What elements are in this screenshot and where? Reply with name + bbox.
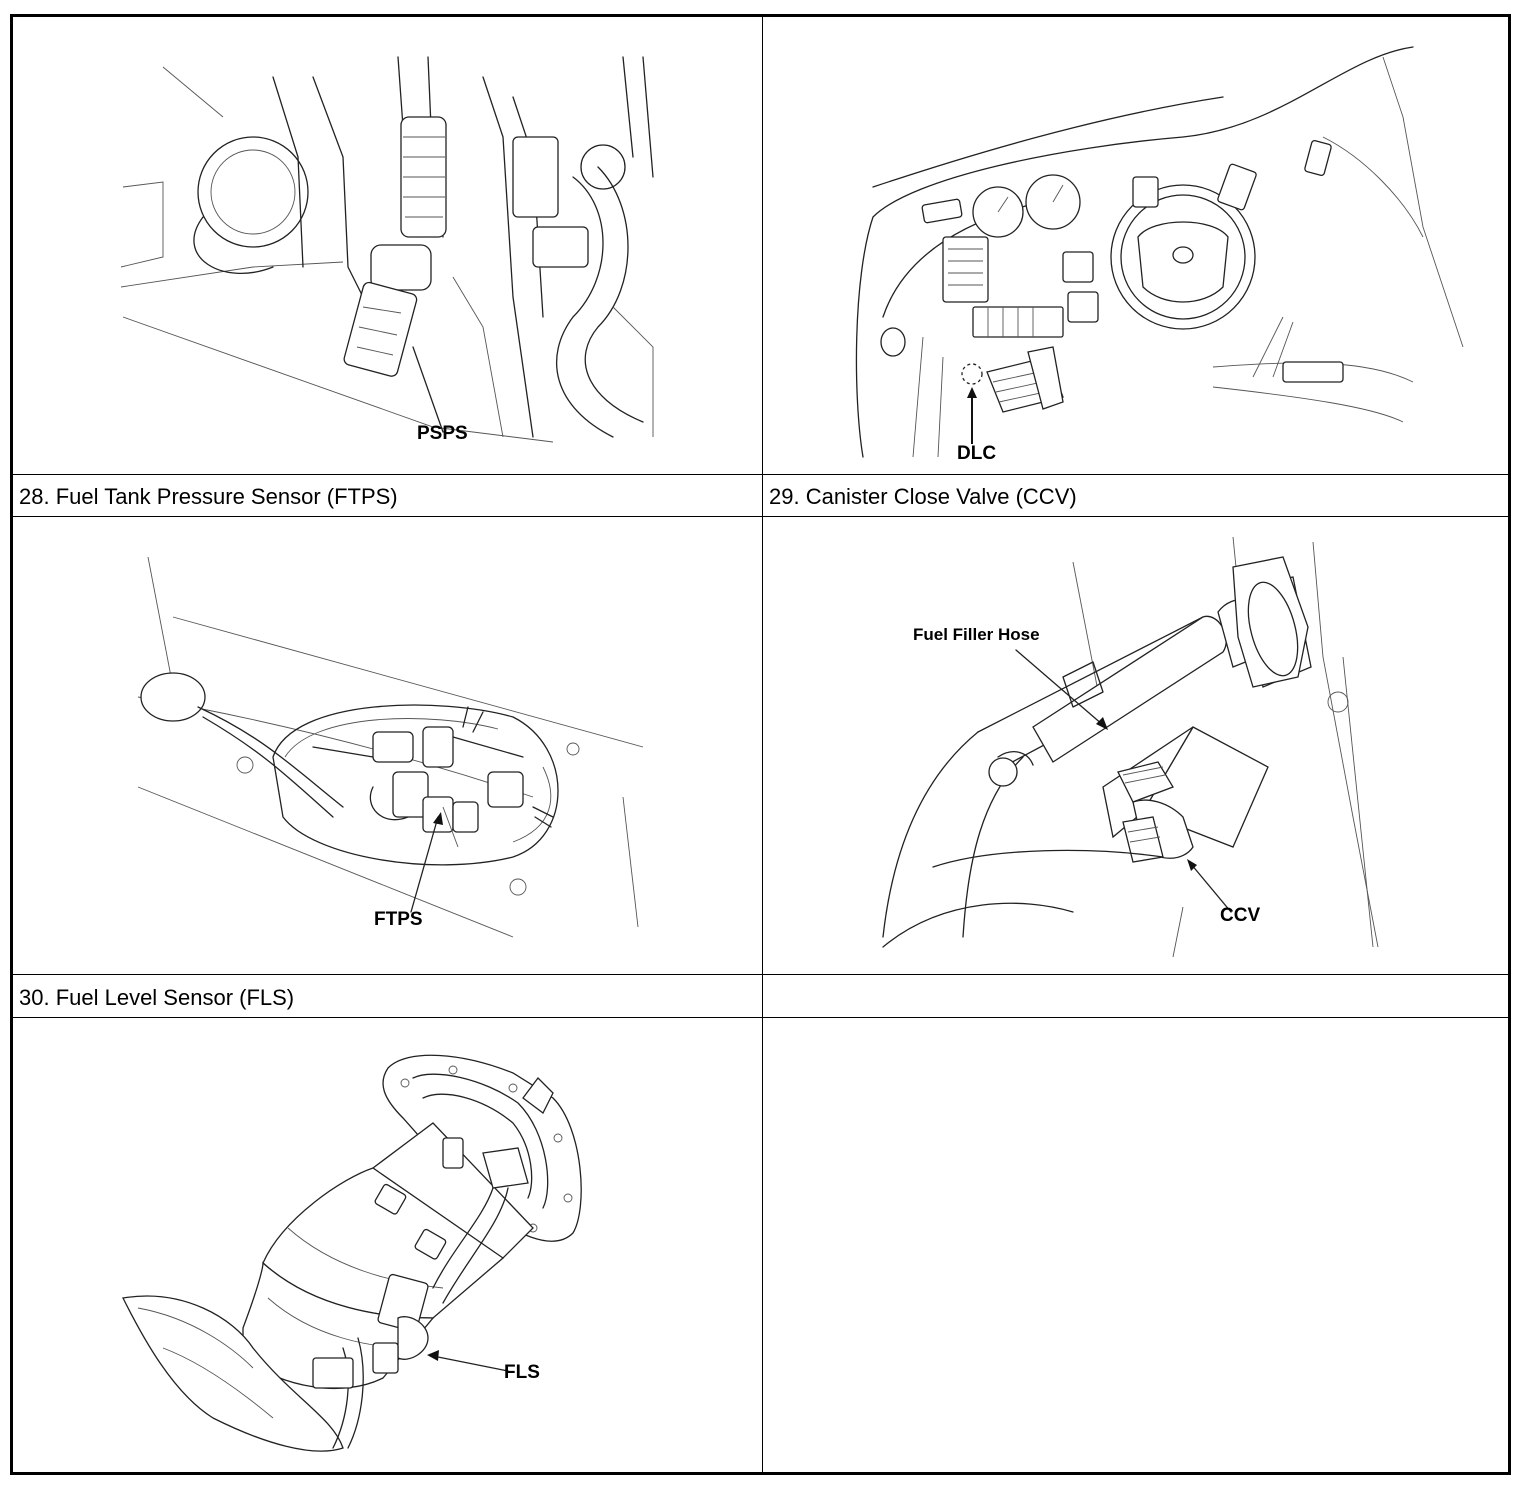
row-divider bbox=[13, 974, 1508, 975]
fls-illustration-cell: FLS bbox=[13, 1018, 762, 1472]
row-divider bbox=[13, 474, 1508, 475]
ftps-illustration-cell: FTPS bbox=[13, 517, 762, 974]
ftps-label: FTPS bbox=[374, 909, 423, 930]
row-divider bbox=[13, 1017, 1508, 1018]
caption-fls: 30. Fuel Level Sensor (FLS) bbox=[19, 985, 295, 1010]
ccv-label: CCV bbox=[1220, 905, 1261, 926]
ccv-illustration bbox=[882, 536, 1379, 958]
column-divider bbox=[762, 17, 763, 1472]
document-table: PSPS bbox=[10, 14, 1511, 1475]
dlc-label: DLC bbox=[957, 443, 997, 464]
ccv-illustration-cell: Fuel Filler Hose CCV bbox=[763, 517, 1508, 974]
caption-ftps: 28. Fuel Tank Pressure Sensor (FTPS) bbox=[19, 484, 398, 509]
row-divider bbox=[13, 516, 1508, 517]
psps-illustration-cell: PSPS bbox=[13, 17, 762, 474]
fuel-filler-hose-label: Fuel Filler Hose bbox=[913, 625, 1040, 644]
caption-ccv: 29. Canister Close Valve (CCV) bbox=[769, 484, 1077, 509]
psps-label: PSPS bbox=[417, 423, 468, 444]
fls-label: FLS bbox=[504, 1362, 540, 1383]
dlc-illustration bbox=[855, 46, 1464, 458]
fls-illustration bbox=[122, 1054, 582, 1452]
empty-cell bbox=[763, 1018, 1508, 1472]
ftps-illustration bbox=[137, 556, 644, 938]
psps-illustration bbox=[120, 56, 654, 443]
dlc-illustration-cell: DLC bbox=[763, 17, 1508, 474]
